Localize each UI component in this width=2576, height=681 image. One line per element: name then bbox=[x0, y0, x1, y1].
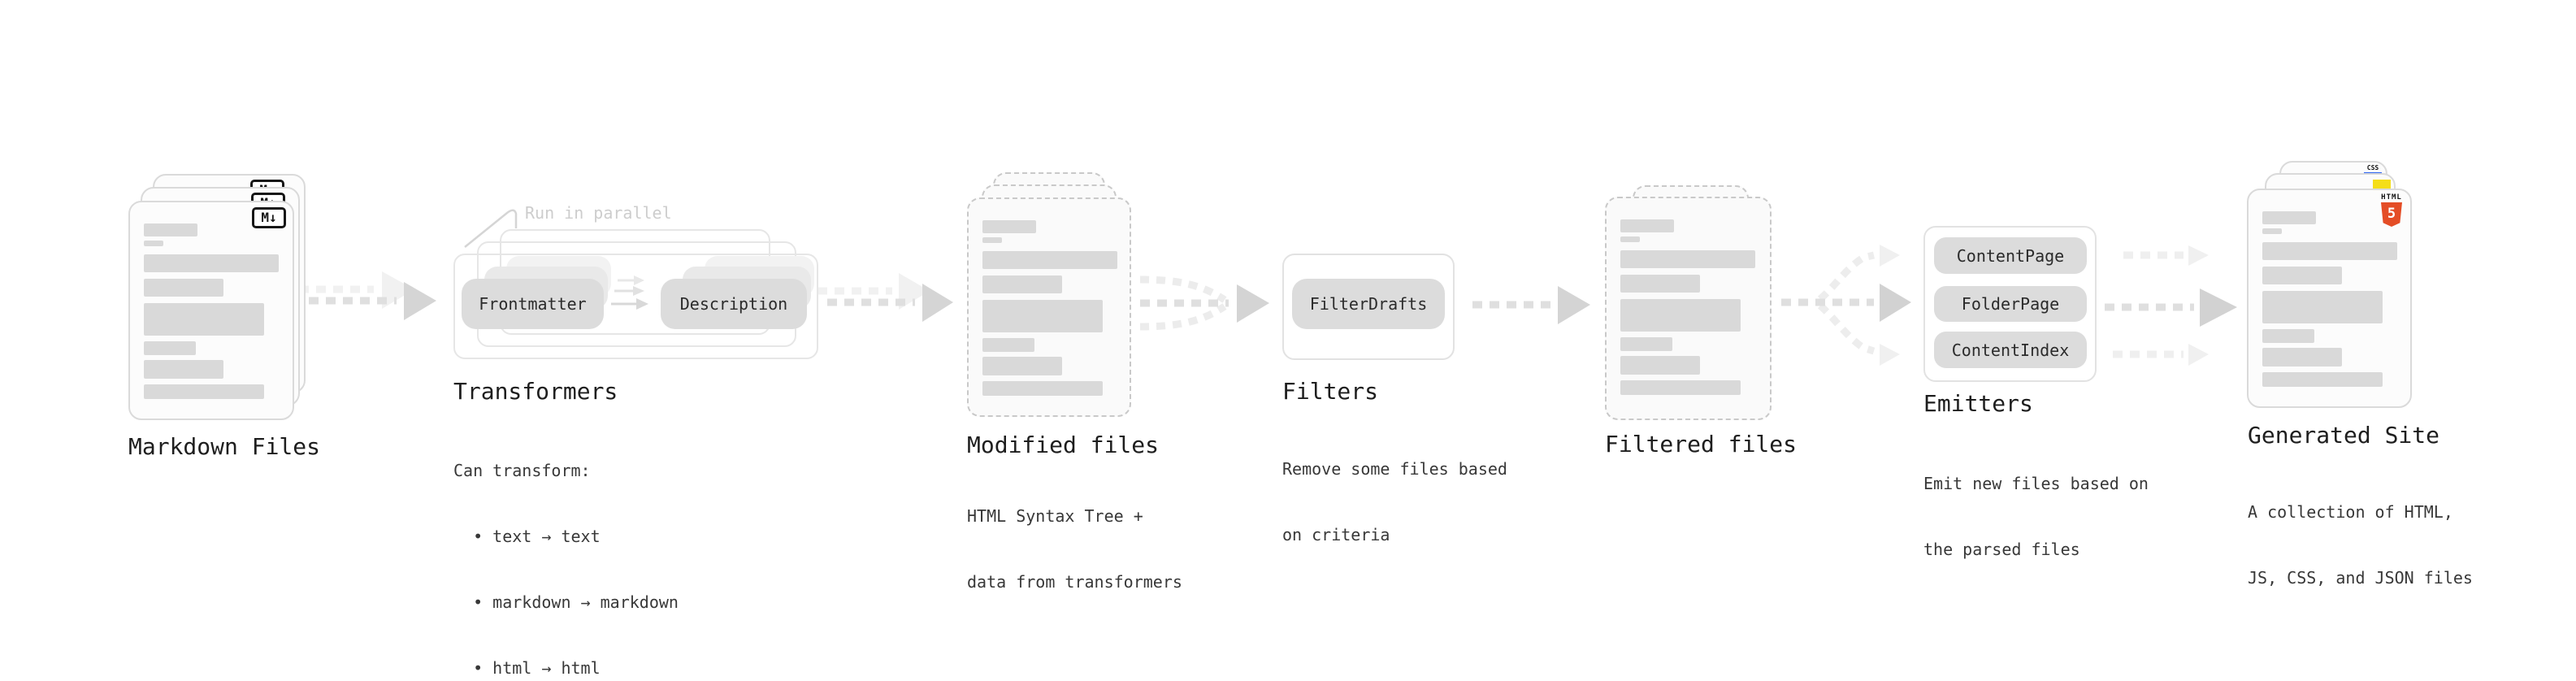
html5-icon-number: 5 bbox=[2387, 206, 2396, 222]
filtered-files-title: Filtered files bbox=[1605, 431, 1798, 458]
html5-icon-shield: 5 bbox=[2381, 202, 2402, 227]
desc-line: JS, CSS, and JSON files bbox=[2248, 568, 2473, 588]
modified-file-card-front bbox=[967, 197, 1131, 417]
filter-drafts-pill: FilterDrafts bbox=[1292, 279, 1445, 329]
transformer-frame-front bbox=[453, 254, 818, 359]
placeholder-line bbox=[2262, 242, 2397, 260]
placeholder-line bbox=[144, 223, 197, 236]
desc-line: the parsed files bbox=[1923, 540, 2080, 559]
arrow-emitters-to-generated bbox=[2105, 245, 2237, 366]
filtered-file-card-front bbox=[1605, 197, 1772, 420]
description-pill: Description bbox=[661, 279, 807, 329]
placeholder-line bbox=[982, 338, 1034, 352]
placeholder-line bbox=[1620, 337, 1672, 351]
generated-file-card-front: HTML 5 bbox=[2247, 189, 2412, 408]
placeholder-line bbox=[1620, 219, 1674, 232]
generated-site-desc: A collection of HTML, JS, CSS, and JSON … bbox=[2248, 458, 2473, 633]
arrow-markdown-to-transformers bbox=[299, 271, 436, 320]
placeholder-line bbox=[1620, 299, 1741, 332]
transformers-desc: Can transform: • text → text • markdown … bbox=[453, 416, 679, 681]
markdown-icon-glyph: M↓ bbox=[261, 210, 277, 225]
desc-line: Emit new files based on bbox=[1923, 474, 2149, 493]
placeholder-line bbox=[982, 275, 1062, 293]
run-in-parallel-label: Run in parallel bbox=[525, 203, 672, 223]
placeholder-line bbox=[1620, 250, 1755, 268]
arrow-modified-to-filters bbox=[1139, 275, 1269, 331]
placeholder-line bbox=[2262, 228, 2282, 234]
desc-line: • text → text bbox=[453, 527, 601, 546]
filters-title: Filters bbox=[1282, 378, 1379, 405]
placeholder-line bbox=[2262, 267, 2342, 284]
placeholder-line bbox=[2262, 348, 2342, 367]
emitters-desc: Emit new files based on the parsed files bbox=[1923, 429, 2149, 605]
placeholder-line bbox=[982, 237, 1002, 243]
html5-icon-label: HTML bbox=[2381, 193, 2402, 202]
desc-line: • markdown → markdown bbox=[453, 592, 679, 612]
markdown-file-card-front: M↓ bbox=[128, 201, 294, 420]
placeholder-line bbox=[1620, 275, 1700, 293]
placeholder-line bbox=[982, 381, 1103, 396]
placeholder-line bbox=[2262, 211, 2316, 224]
modified-files-desc: HTML Syntax Tree + data from transformer… bbox=[967, 462, 1182, 637]
desc-line: HTML Syntax Tree + bbox=[967, 506, 1143, 526]
transformers-title: Transformers bbox=[453, 378, 618, 405]
placeholder-line bbox=[144, 279, 223, 297]
html5-icon: HTML 5 bbox=[2381, 194, 2402, 227]
arrow-filters-to-filtered bbox=[1472, 286, 1590, 324]
markdown-icon: M↓ bbox=[252, 207, 286, 228]
markdown-files-title: Markdown Files bbox=[128, 433, 321, 460]
placeholder-line bbox=[2262, 372, 2383, 387]
css-icon-label: CSS bbox=[2366, 164, 2379, 171]
placeholder-line bbox=[144, 303, 264, 336]
modified-files-title: Modified files bbox=[967, 432, 1160, 458]
folder-page-pill: FolderPage bbox=[1934, 286, 2087, 322]
placeholder-line bbox=[982, 251, 1117, 269]
placeholder-line bbox=[982, 220, 1036, 233]
placeholder-line bbox=[982, 300, 1103, 332]
placeholder-line bbox=[144, 254, 279, 272]
content-page-pill: ContentPage bbox=[1934, 237, 2087, 274]
emitters-title: Emitters bbox=[1923, 390, 2033, 417]
generated-site-title: Generated Site bbox=[2248, 422, 2440, 449]
placeholder-line bbox=[1620, 356, 1700, 375]
desc-line: data from transformers bbox=[967, 572, 1182, 592]
arrow-transformers-to-modified bbox=[817, 273, 953, 322]
desc-line: • html → html bbox=[453, 658, 601, 678]
desc-line: Can transform: bbox=[453, 461, 591, 480]
placeholder-line bbox=[144, 341, 196, 355]
placeholder-line bbox=[144, 384, 264, 399]
emitters-panel: ContentPage FolderPage ContentIndex bbox=[1923, 226, 2097, 382]
placeholder-line bbox=[982, 357, 1062, 375]
placeholder-line bbox=[1620, 380, 1741, 395]
placeholder-line bbox=[1620, 236, 1640, 242]
filters-panel: FilterDrafts bbox=[1282, 254, 1455, 360]
desc-line: Remove some files based bbox=[1282, 459, 1507, 479]
desc-line: on criteria bbox=[1282, 525, 1390, 544]
placeholder-line bbox=[2262, 329, 2314, 343]
arrow-filtered-to-emitters bbox=[1781, 245, 1911, 366]
placeholder-line bbox=[144, 360, 223, 379]
placeholder-line bbox=[2262, 291, 2383, 323]
placeholder-line bbox=[144, 241, 163, 246]
filters-desc: Remove some files based on criteria bbox=[1282, 414, 1507, 590]
frontmatter-pill: Frontmatter bbox=[462, 279, 604, 329]
desc-line: A collection of HTML, bbox=[2248, 502, 2453, 522]
content-index-pill: ContentIndex bbox=[1934, 332, 2087, 368]
